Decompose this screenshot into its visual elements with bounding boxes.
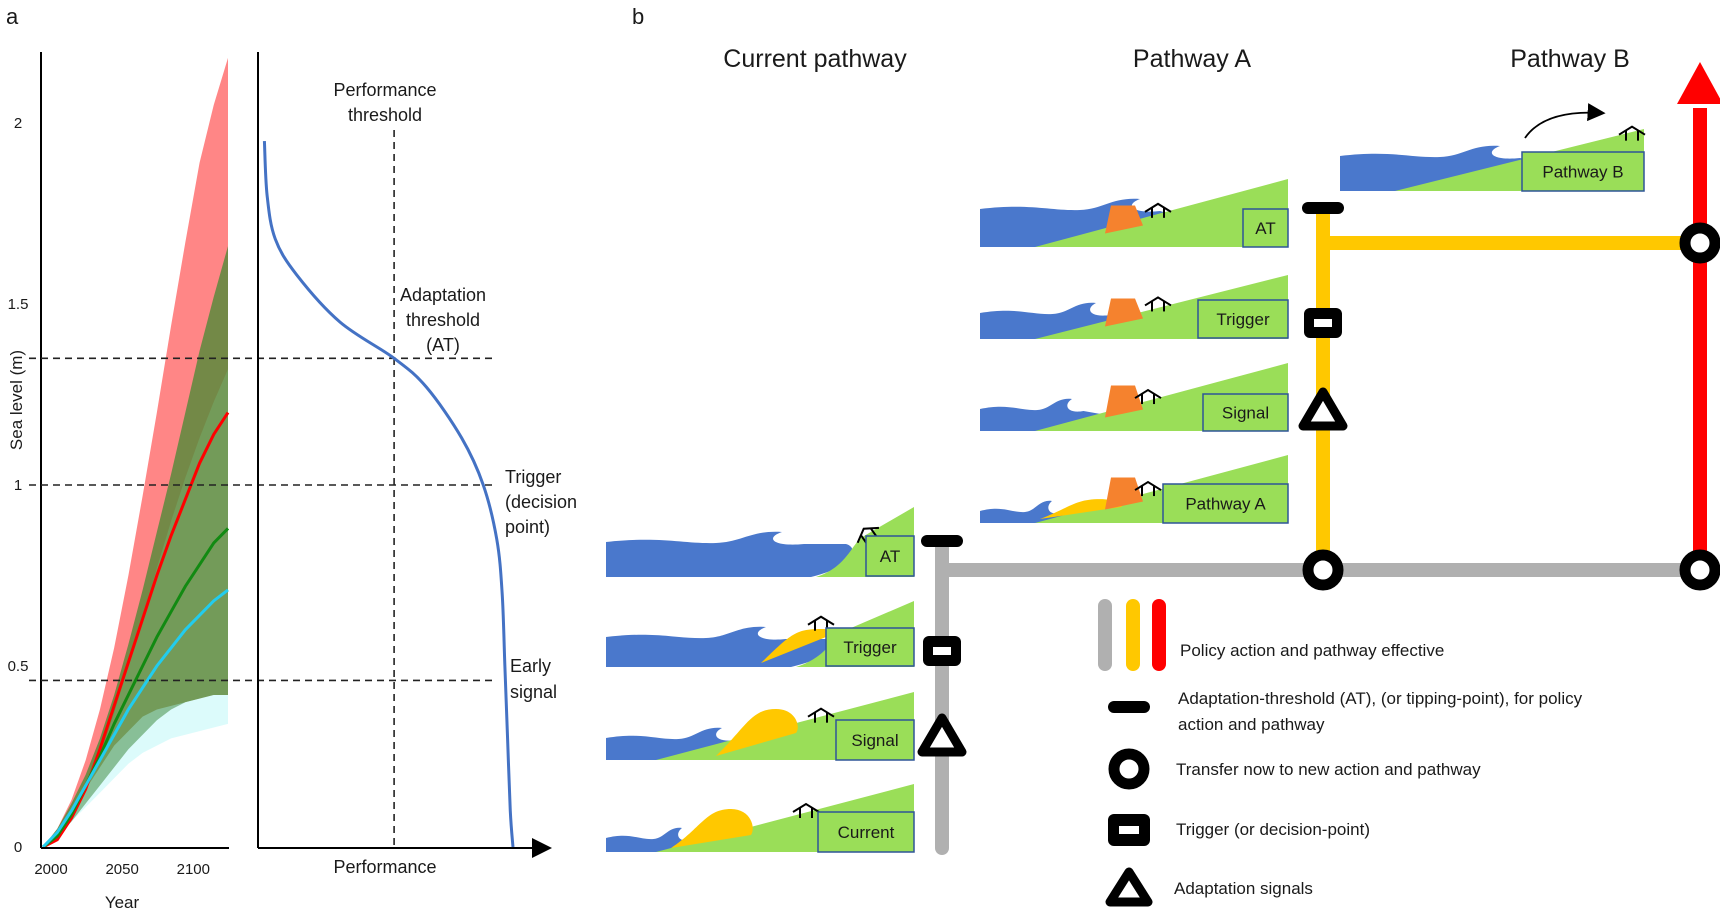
- early-signal-label-line2: signal: [510, 682, 557, 702]
- adaptation-threshold-label-line1: Adaptation: [400, 285, 486, 305]
- x-tick-label: 2050: [105, 861, 138, 878]
- threshold-bar-icon: [1108, 701, 1150, 713]
- signal-triangle-pathway-a: [1298, 387, 1348, 431]
- legend: Policy action and pathway effective Adap…: [1098, 599, 1583, 907]
- beach-nourishment: [1040, 499, 1122, 519]
- performance-axis-label: Performance: [333, 857, 436, 877]
- performance-chart: [257, 52, 552, 858]
- trigger-marker-pathway-a-inner: [1314, 319, 1332, 327]
- scene-label: Signal: [851, 731, 898, 750]
- trigger-label-line1: Trigger: [505, 467, 561, 487]
- panel-b-label: b: [632, 4, 644, 29]
- coastal-scenes: ATTriggerSignalCurrentATTriggerSignalPat…: [606, 103, 1646, 853]
- legend-item-transfer: Transfer now to new action and pathway: [1108, 748, 1481, 790]
- legend-text-line2: action and pathway: [1178, 715, 1325, 734]
- scene-label-box: [835, 719, 915, 761]
- legend-text: Trigger (or decision-point): [1176, 820, 1370, 839]
- scene-label: Trigger: [843, 638, 897, 657]
- scene-label: AT: [880, 547, 900, 566]
- scene-label: AT: [1255, 219, 1275, 238]
- scene-a-0: AT: [980, 179, 1289, 248]
- scene-label-box: [1242, 208, 1289, 248]
- low-scenario-median: [41, 588, 229, 849]
- trigger-marker-current-inner: [933, 647, 951, 655]
- transfer-circle-to-b-from-a: [1679, 222, 1720, 264]
- water: [606, 531, 853, 577]
- legend-text: Adaptation signals: [1174, 879, 1313, 898]
- column-title-pathway-b: Pathway B: [1510, 45, 1630, 73]
- legend-item-trigger: Trigger (or decision-point): [1108, 814, 1370, 846]
- scene-label-box: [1162, 483, 1289, 524]
- legend-item-threshold: Adaptation-threshold (AT), (or tipping-p…: [1108, 689, 1583, 734]
- scene-label: Pathway A: [1185, 495, 1266, 514]
- x-axis-label: Year: [105, 893, 140, 912]
- threshold-bar-pathway-a: [1302, 202, 1344, 214]
- scene-current-3: Current: [606, 784, 915, 853]
- threshold-bar-current: [921, 535, 963, 547]
- panel-a-label: a: [6, 4, 19, 29]
- transfer-circle-to-b-from-current: [1679, 549, 1720, 591]
- scene-label-box: [865, 535, 915, 577]
- column-title-current: Current pathway: [723, 45, 907, 73]
- y-tick-label: 1.5: [8, 296, 29, 313]
- dike: [1105, 205, 1143, 234]
- adaptation-threshold-label-line3: (AT): [426, 335, 460, 355]
- scene-b-0: Pathway B: [1340, 103, 1646, 192]
- scene-label-box: [817, 811, 915, 853]
- y-tick-label: 2: [14, 115, 22, 132]
- trigger-square-icon-inner: [1119, 826, 1139, 834]
- sea-level-chart: 0 0.5 1 1.5 2 2000 2050 2100: [8, 52, 493, 878]
- signal-triangle-icon: [1105, 867, 1153, 907]
- y-tick-label: 1: [14, 477, 22, 494]
- mid-scenario-range: [43, 246, 228, 847]
- high-scenario-median: [42, 411, 230, 849]
- scene-label-box: [1197, 299, 1289, 339]
- legend-text: Adaptation-threshold (AT), (or tipping-p…: [1178, 689, 1583, 708]
- scene-label: Signal: [1222, 404, 1269, 423]
- x-tick-label: 2100: [177, 861, 210, 878]
- dike: [1105, 385, 1143, 418]
- column-title-pathway-a: Pathway A: [1133, 45, 1251, 73]
- scene-current-0: AT: [606, 507, 915, 577]
- scene-a-3: Pathway A: [980, 455, 1289, 524]
- transfer-circle-to-a: [1302, 549, 1344, 591]
- legend-item-effective: Policy action and pathway effective: [1098, 599, 1444, 671]
- y-tick-label: 0.5: [8, 658, 29, 675]
- dike: [1105, 298, 1143, 327]
- legend-item-signal: Adaptation signals: [1105, 867, 1313, 907]
- beach-nourishment: [716, 709, 798, 756]
- signal-triangle-current: [917, 713, 967, 757]
- legend-text: Transfer now to new action and pathway: [1176, 760, 1481, 779]
- performance-threshold-label-line1: Performance: [333, 80, 436, 100]
- adaptation-threshold-label-line2: threshold: [406, 310, 480, 330]
- scene-label: Trigger: [1216, 310, 1270, 329]
- scene-label: Current: [838, 823, 895, 842]
- land: [1035, 179, 1288, 247]
- scene-a-1: Trigger: [980, 275, 1289, 339]
- beach-nourishment: [671, 808, 753, 848]
- scene-current-2: Signal: [606, 692, 915, 761]
- x-tick-label: 2000: [34, 861, 67, 878]
- dike: [1105, 477, 1143, 510]
- legend-text: Policy action and pathway effective: [1180, 641, 1444, 660]
- scene-label-box: [825, 627, 915, 667]
- y-tick-label: 0: [14, 839, 22, 856]
- retreat-arrow-icon: [1524, 103, 1606, 139]
- scene-label-box: [1202, 393, 1289, 432]
- transfer-circle-icon: [1108, 748, 1150, 790]
- scene-a-2: Signal: [980, 363, 1289, 432]
- beach-nourishment: [761, 629, 843, 663]
- scene-label: Pathway B: [1542, 163, 1623, 182]
- trigger-label-line3: point): [505, 517, 550, 537]
- pathway-b-arrowhead: [1677, 62, 1720, 104]
- low-scenario-range: [43, 694, 228, 847]
- scene-label-box: [1521, 151, 1645, 192]
- scene-current-1: Trigger: [606, 601, 915, 667]
- trigger-label-line2: (decision: [505, 492, 577, 512]
- y-axis-label: Sea level (m): [7, 350, 26, 450]
- pathway-markers: [917, 202, 1720, 757]
- early-signal-label-line1: Early: [510, 656, 551, 676]
- performance-curve: [262, 141, 515, 848]
- performance-threshold-label-line2: threshold: [348, 105, 422, 125]
